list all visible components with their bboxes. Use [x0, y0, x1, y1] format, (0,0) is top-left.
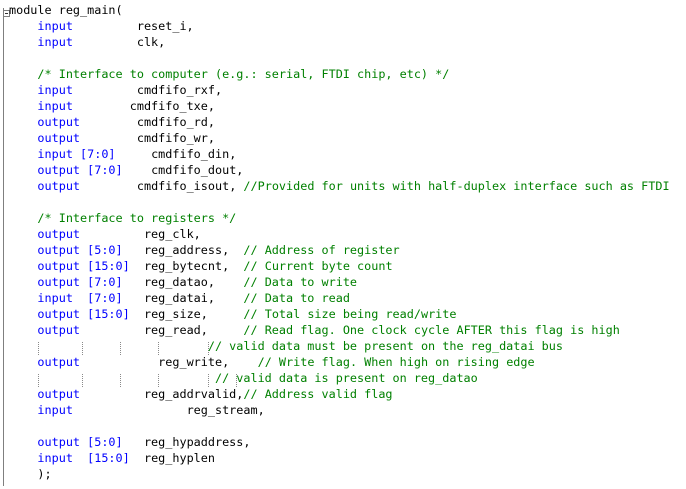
indent-guide [38, 374, 39, 387]
code-line: output reg_write, // Write flag. When hi… [9, 355, 535, 369]
indent-guide [120, 342, 121, 355]
code-line: input [7:0] reg_datai, // Data to read [9, 291, 350, 305]
code-line: input clk, [9, 35, 166, 49]
code-line: input reg_stream, [9, 403, 265, 417]
code-line: output reg_addrvalid,// Address valid fl… [9, 387, 393, 401]
code-line: // valid data is present on reg_datao [214, 371, 478, 385]
code-line: output [15:0] reg_bytecnt, // Current by… [9, 259, 393, 273]
code-line: output cmdfifo_isout, //Provided for uni… [9, 179, 670, 193]
code-line: input cmdfifo_txe, [9, 99, 215, 113]
code-line: output reg_clk, [9, 227, 201, 241]
code-line: /* Interface to registers */ [9, 211, 237, 225]
code-line: // valid data must be present on the reg… [207, 339, 563, 353]
indent-guide [38, 342, 39, 355]
code-line: module reg_main( [9, 3, 123, 17]
code-line: input cmdfifo_rxf, [9, 83, 223, 97]
indent-guide [208, 374, 209, 387]
code-line: /* Interface to computer (e.g.: serial, … [9, 67, 450, 81]
code-line: output [7:0] cmdfifo_dout, [9, 163, 244, 177]
indent-guide [120, 374, 121, 387]
code-line: ); [9, 467, 52, 481]
code-fold-line [3, 8, 10, 486]
code-line: output [7:0] reg_datao, // Data to write [9, 275, 358, 289]
code-line: input reset_i, [9, 19, 194, 33]
indent-guide [236, 374, 237, 387]
code-line: output [15:0] reg_size, // Total size be… [9, 307, 457, 321]
indent-guide [82, 342, 83, 355]
code-line: output cmdfifo_wr, [9, 131, 215, 145]
code-line: output cmdfifo_rd, [9, 115, 215, 129]
indent-guide [158, 342, 159, 355]
indent-guide [158, 374, 159, 387]
indent-guide [208, 342, 209, 355]
code-line: output [5:0] reg_hypaddress, [9, 435, 251, 449]
indent-guide [82, 374, 83, 387]
code-line: output reg_read, // Read flag. One clock… [9, 323, 620, 337]
code-line: output [5:0] reg_address, // Address of … [9, 243, 400, 257]
code-line: input [7:0] cmdfifo_din, [9, 147, 237, 161]
fold-collapse-icon[interactable] [3, 10, 10, 17]
code-line: input [15:0] reg_hyplen [9, 451, 215, 465]
